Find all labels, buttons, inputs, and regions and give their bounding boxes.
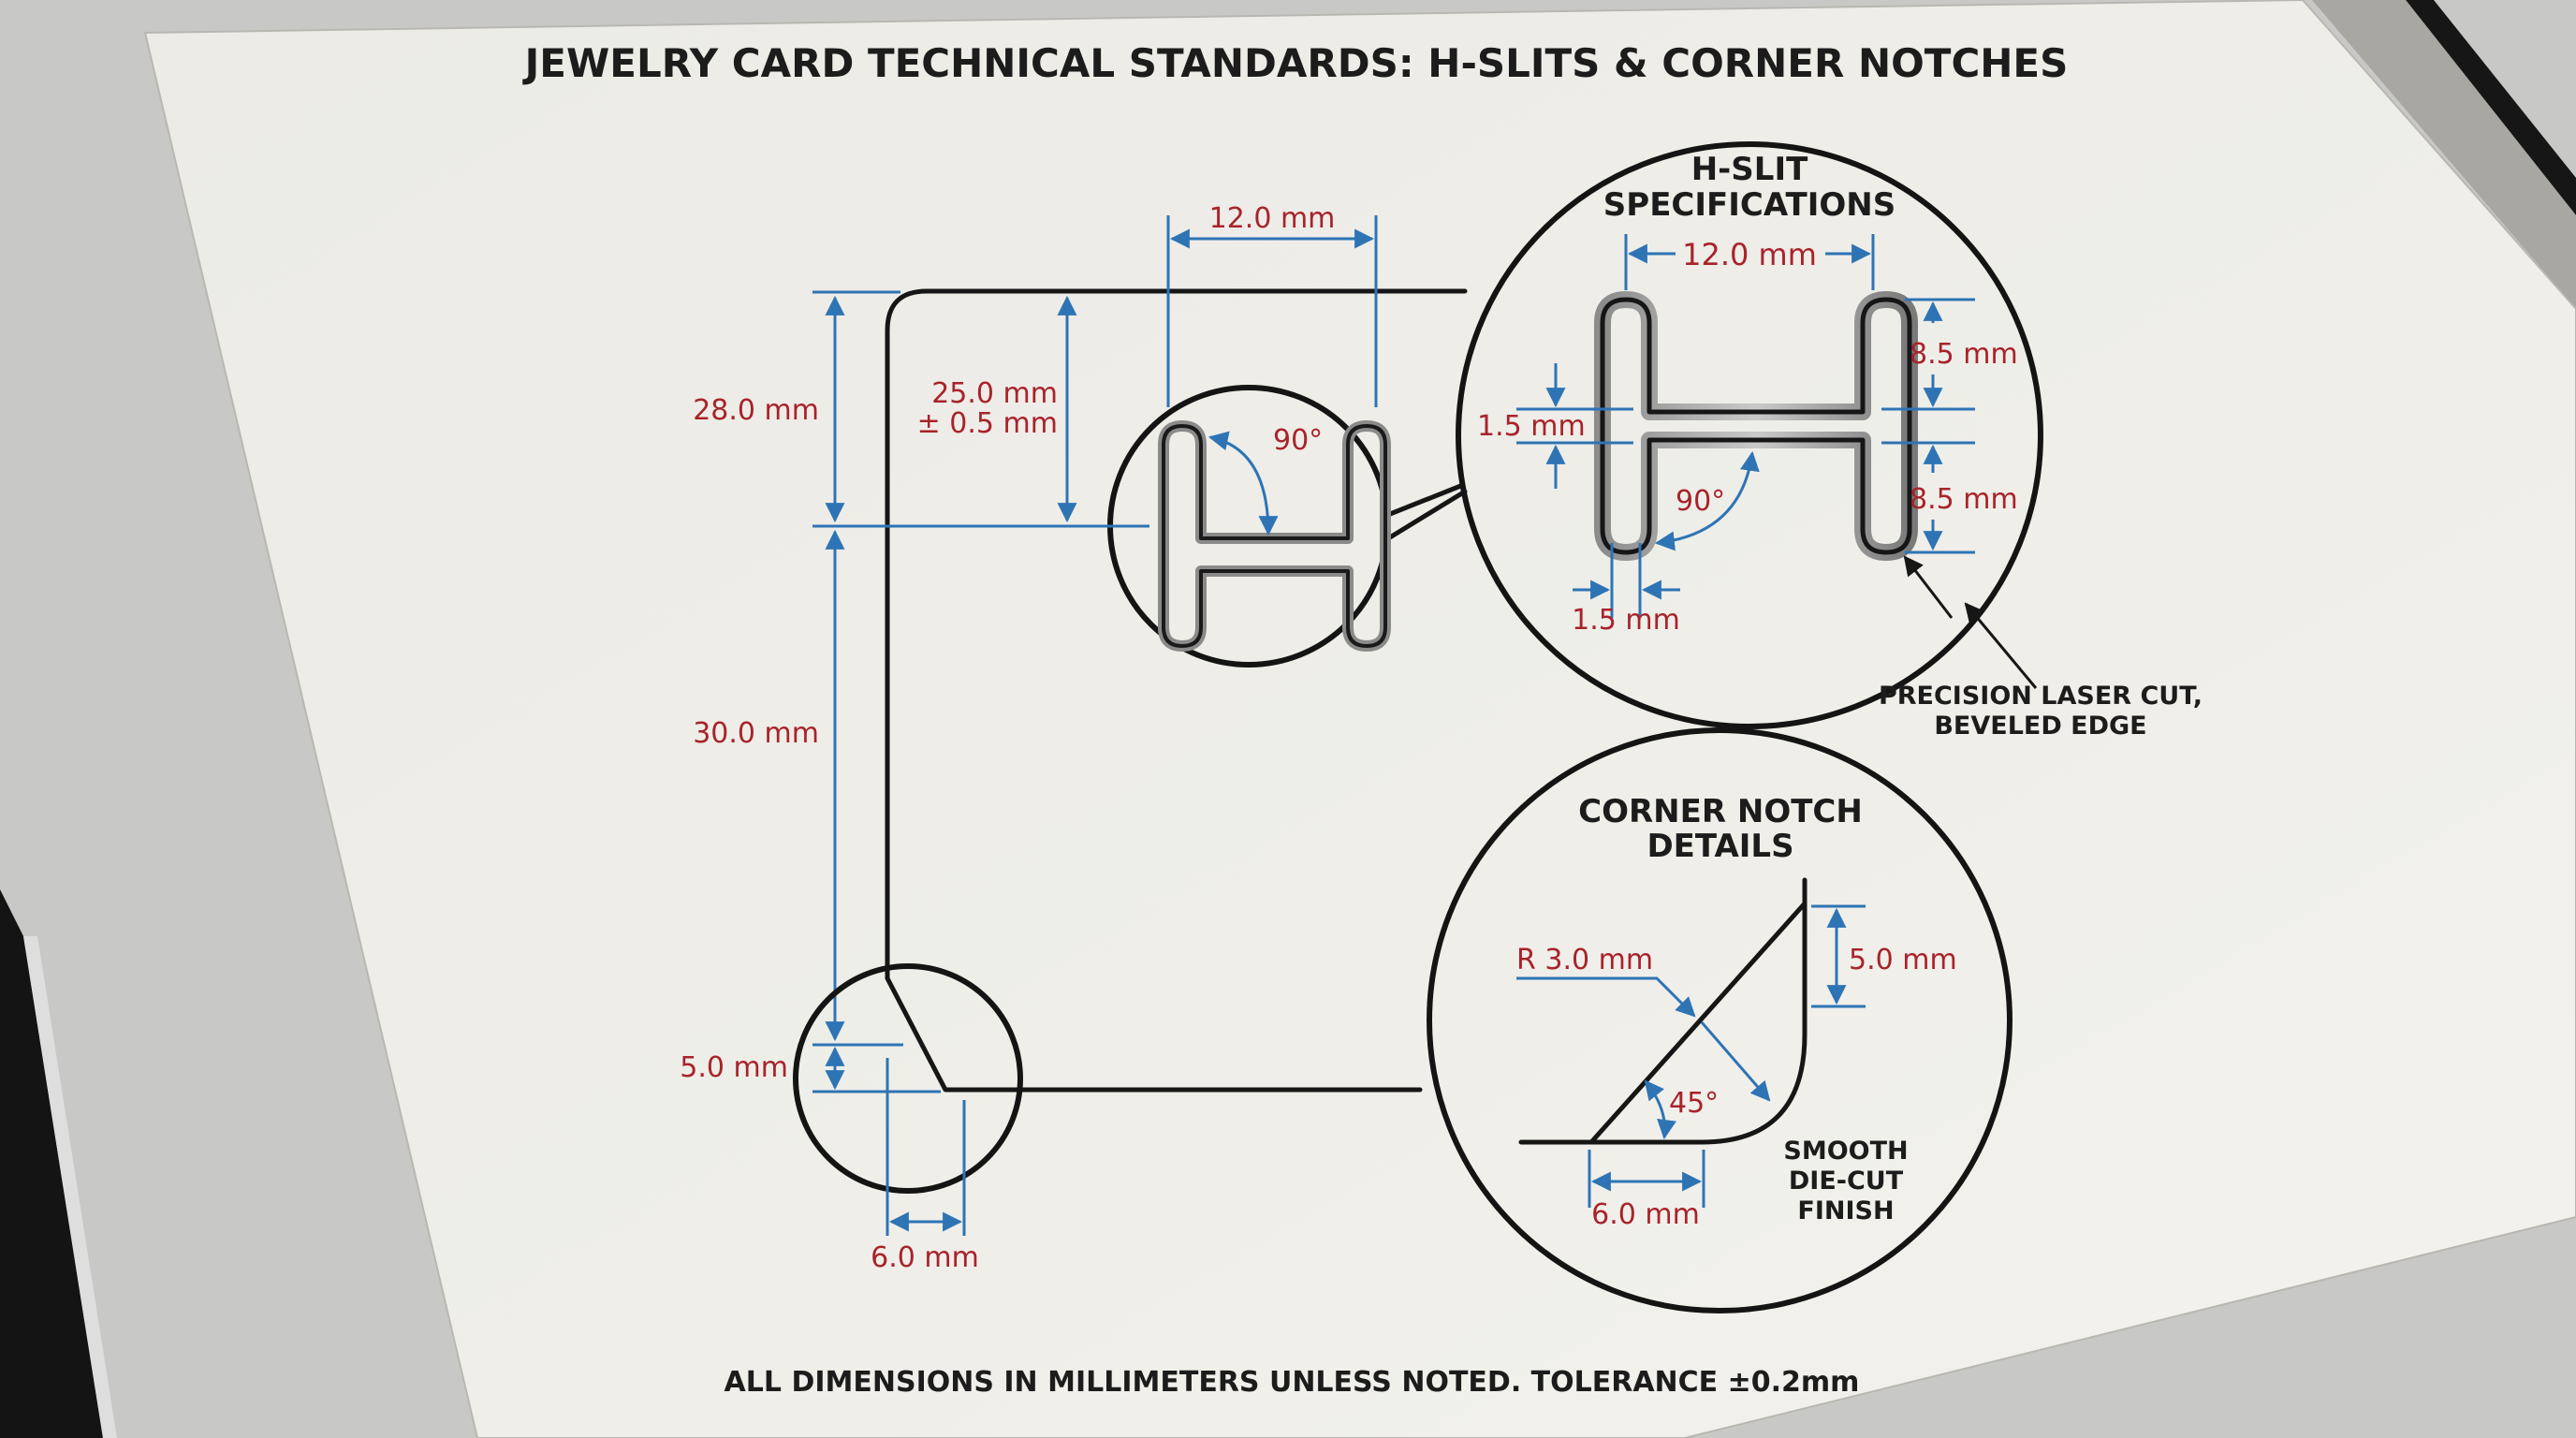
dark-object-left xyxy=(0,889,103,1438)
crossbar-label: 1.5 mm xyxy=(1477,410,1586,443)
laser-callout-line2: BEVELED EDGE xyxy=(1934,712,2146,741)
laser-callout-leader xyxy=(1964,602,2038,689)
overview-angle-label: 90° xyxy=(1273,424,1323,457)
h-slit-heading-line2: SPECIFICATIONS xyxy=(1603,186,1895,224)
h-slit-heading-line1: H-SLIT xyxy=(1691,151,1808,188)
corner-notch-detail-circle xyxy=(1427,727,2012,1313)
gray-object-top-right xyxy=(2312,0,2576,309)
laser-callout-line1: PRECISION LASER CUT, xyxy=(1879,682,2203,711)
corner-heading-line1: CORNER NOTCH xyxy=(1578,793,1863,830)
page-title: JEWELRY CARD TECHNICAL STANDARDS: H-SLIT… xyxy=(522,40,2069,86)
h-slit-detail-circle xyxy=(1456,141,2043,729)
dimension-25mm-tolerance: ± 0.5 mm xyxy=(917,407,1058,440)
detail-angle-arc xyxy=(1654,450,1760,551)
dimension-notch-5mm-label: 5.0 mm xyxy=(1849,944,1957,976)
overview-width-label: 12.0 mm xyxy=(1209,202,1336,235)
dimension-corner-5mm-label: 5.0 mm xyxy=(680,1051,788,1084)
light-strip-left xyxy=(23,936,117,1438)
radius-leader xyxy=(1516,976,1696,1018)
slot-width-label: 1.5 mm xyxy=(1572,604,1680,637)
dimension-25mm-label: 25.0 mm xyxy=(931,377,1058,410)
radius-label: R 3.0 mm xyxy=(1516,944,1653,976)
h-slit-overview-shape xyxy=(1158,420,1391,652)
corner-notch-rounded-profile xyxy=(1518,877,1808,1145)
lower-leg-label: 8.5 mm xyxy=(1910,483,2018,516)
dimension-notch-6mm-label: 6.0 mm xyxy=(1591,1198,1700,1231)
notch-angle-label: 45° xyxy=(1669,1087,1719,1120)
card-outline xyxy=(885,288,1468,1093)
notch-angle-arc xyxy=(1644,1079,1676,1140)
overview-angle-arc xyxy=(1208,431,1279,536)
h-slit-leader-top xyxy=(1383,482,1466,519)
radius-arrow xyxy=(1700,1021,1771,1102)
corner-overview-circle xyxy=(793,963,1023,1194)
finish-note-line3: FINISH xyxy=(1797,1196,1894,1225)
h-slit-leader-bottom xyxy=(1383,489,1468,543)
dimension-28mm-label: 28.0 mm xyxy=(693,394,819,427)
finish-note-line1: SMOOTH xyxy=(1783,1137,1908,1166)
paper-sheet xyxy=(143,0,2576,1438)
laser-callout-leader-short xyxy=(1903,555,1954,619)
footer-note: ALL DIMENSIONS IN MILLIMETERS UNLESS NOT… xyxy=(724,1366,1860,1399)
upper-leg-label: 8.5 mm xyxy=(1910,338,2018,371)
detail-width-label: 12.0 mm xyxy=(1682,237,1817,272)
detail-angle-label: 90° xyxy=(1676,485,1725,518)
finish-note-line2: DIE-CUT xyxy=(1789,1167,1904,1196)
corner-heading-line2: DETAILS xyxy=(1647,828,1793,865)
dimension-30mm-label: 30.0 mm xyxy=(693,717,819,750)
dimension-corner-6mm-label: 6.0 mm xyxy=(871,1241,979,1274)
corner-notch-chamfer-line xyxy=(1588,901,1808,1145)
